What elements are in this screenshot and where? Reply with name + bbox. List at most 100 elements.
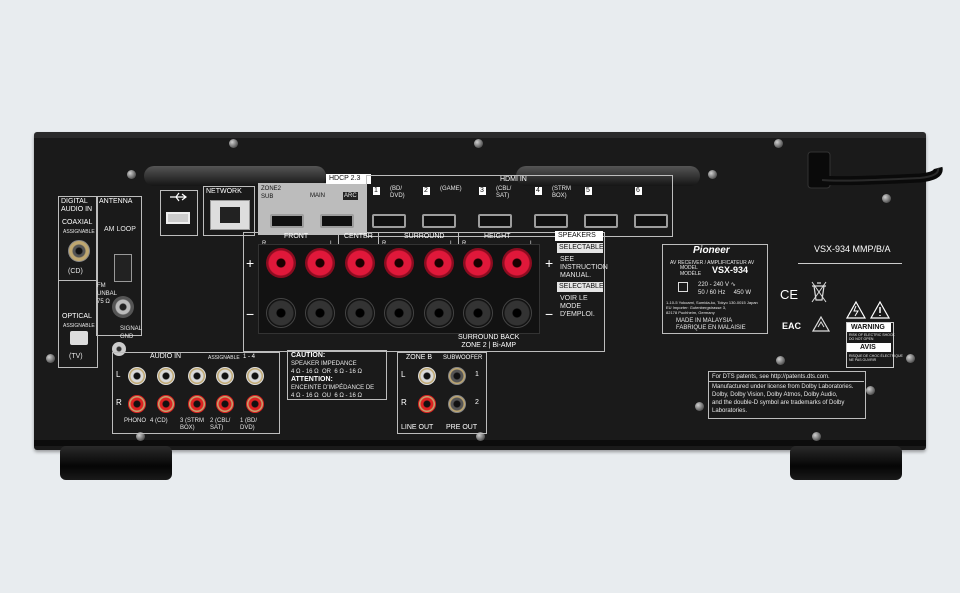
see-manual-label: SEE INSTRUCTION MANUAL.	[560, 256, 608, 279]
hdmi-out-main[interactable]	[320, 214, 354, 228]
right-foot	[790, 446, 902, 480]
speaker-terminal-negative[interactable]	[424, 298, 454, 328]
zone-b-r-jack[interactable]	[418, 395, 436, 413]
speaker-terminal-negative[interactable]	[345, 298, 375, 328]
hdmi-input-name: (BD/ DVD)	[390, 186, 405, 199]
hdmi-input-number: 1	[374, 187, 378, 194]
hdmi-out-zone2[interactable]	[270, 214, 304, 228]
screw	[708, 170, 717, 179]
speaker-terminal-positive[interactable]	[384, 248, 414, 278]
ethernet-port[interactable]	[210, 200, 250, 230]
rating-desc: AV RECEIVER / AMPLIFICATEUR AV	[670, 260, 755, 266]
screw	[229, 139, 238, 148]
subwoofer-2-jack[interactable]	[448, 395, 466, 413]
audio-in-l-jack[interactable]	[128, 367, 146, 385]
speaker-terminal-negative[interactable]	[463, 298, 493, 328]
hdmi-in-5-port[interactable]	[584, 214, 618, 228]
audio-in-r: R	[116, 398, 122, 407]
zone2-sub-label: ZONE2 SUB	[261, 186, 282, 200]
selectable-plus: +	[545, 255, 554, 271]
speaker-terminal-positive[interactable]	[463, 248, 493, 278]
assignable-label: ASSIGNABLE	[63, 229, 95, 235]
audio-in-r-jack[interactable]	[188, 395, 206, 413]
usb-port[interactable]	[166, 212, 190, 224]
hdmi-in-6-port[interactable]	[634, 214, 668, 228]
hdmi-in-title: HDMI IN	[500, 176, 527, 183]
chassis-bottom-rim	[34, 440, 926, 446]
fm-antenna-jack[interactable]	[112, 296, 134, 318]
audio-in-l-jack[interactable]	[157, 367, 175, 385]
speakers-title: SPEAKERS	[558, 232, 596, 239]
ce-mark: CE	[780, 287, 799, 302]
speaker-plus: +	[246, 255, 255, 271]
optical-jack[interactable]	[70, 331, 88, 345]
audio-in-r-jack[interactable]	[246, 395, 264, 413]
weee-bin-icon	[811, 281, 827, 303]
hdcp-label: HDCP 2.3	[329, 175, 361, 182]
speaker-terminal-negative[interactable]	[384, 298, 414, 328]
zone-b-l-jack[interactable]	[418, 367, 436, 385]
model-code-underline	[798, 263, 902, 264]
audio-in-r-jack[interactable]	[128, 395, 146, 413]
speaker-terminal-positive[interactable]	[345, 248, 375, 278]
avis-title-box	[847, 343, 891, 352]
subwoofer-1-jack[interactable]	[448, 367, 466, 385]
coaxial-jack[interactable]	[68, 240, 90, 262]
audio-in-range: 1 - 4	[243, 354, 256, 360]
assignable-label-2: ASSIGNABLE	[63, 323, 95, 329]
audio-in-source-label: 3 (STRM BOX)	[180, 418, 204, 431]
patent-notice	[708, 371, 866, 419]
speaker-terminal-positive[interactable]	[305, 248, 335, 278]
selectable-box-1	[557, 243, 603, 253]
hdmi-input-number-box	[635, 187, 642, 195]
audio-in-r-jack[interactable]	[216, 395, 234, 413]
subwoofer-2-label: 2	[475, 399, 479, 406]
hdmi-in-1-port[interactable]	[372, 214, 406, 228]
network-panel	[203, 186, 255, 236]
rcm-mark-icon	[812, 316, 830, 332]
hdmi-input-name: (CBL/ SAT)	[496, 186, 512, 199]
hdmi-input-number: 2	[424, 187, 428, 194]
selectable-box-2	[557, 282, 603, 292]
speaker-group-label: SURROUND	[404, 233, 445, 240]
hdmi-in-3-port[interactable]	[478, 214, 512, 228]
power-cord	[807, 151, 943, 189]
speaker-terminal-negative[interactable]	[266, 298, 296, 328]
hdmi-in-2-port[interactable]	[422, 214, 456, 228]
audio-in-r-jack[interactable]	[157, 395, 175, 413]
speaker-terminal-positive[interactable]	[266, 248, 296, 278]
hdmi-input-name: (GAME)	[440, 186, 462, 192]
speaker-terminal-negative[interactable]	[305, 298, 335, 328]
hdmi-input-number-box	[373, 187, 380, 195]
audio-in-l-jack[interactable]	[216, 367, 234, 385]
zone-b-l: L	[401, 370, 406, 379]
selectable-label-1: SELECTABLE	[559, 244, 604, 251]
surround-back-label: SURROUND BACK ZONE 2 | Bi-AMP	[458, 334, 520, 349]
zone-b-title: ZONE B	[406, 354, 433, 361]
audio-in-source-label: 2 (CBL/ SAT)	[210, 418, 231, 431]
screw	[127, 170, 136, 179]
audio-in-l-jack[interactable]	[246, 367, 264, 385]
warning-line: RISK OF ELECTRIC SHOCK DO NOT OPEN	[849, 333, 895, 341]
hdmi-in-4-port[interactable]	[534, 214, 568, 228]
hdmi-input-number-box	[423, 187, 430, 195]
usb-icon	[170, 192, 187, 202]
digital-audio-in-panel	[58, 196, 98, 368]
speaker-terminal-positive[interactable]	[502, 248, 532, 278]
warning-title: WARNING	[851, 324, 885, 331]
speaker-terminal-positive[interactable]	[424, 248, 454, 278]
speaker-terminal-negative[interactable]	[502, 298, 532, 328]
warning-title-box	[847, 323, 891, 332]
dolby-notice: Manufactured under license from Dolby La…	[712, 384, 854, 414]
hdmi-input-number: 5	[586, 187, 590, 194]
audio-in-l-jack[interactable]	[188, 367, 206, 385]
zone-b-r: R	[401, 398, 407, 407]
screw	[906, 354, 915, 363]
line-out-label: LINE OUT	[401, 424, 434, 431]
speakers-title-box	[555, 231, 603, 241]
hdmi-input-number: 3	[480, 187, 484, 194]
rating-label	[662, 244, 768, 334]
audio-in-source-label: PHONO	[124, 418, 147, 424]
am-loop-terminal[interactable]	[114, 254, 132, 282]
audio-in-title: AUDIO IN	[150, 353, 182, 360]
